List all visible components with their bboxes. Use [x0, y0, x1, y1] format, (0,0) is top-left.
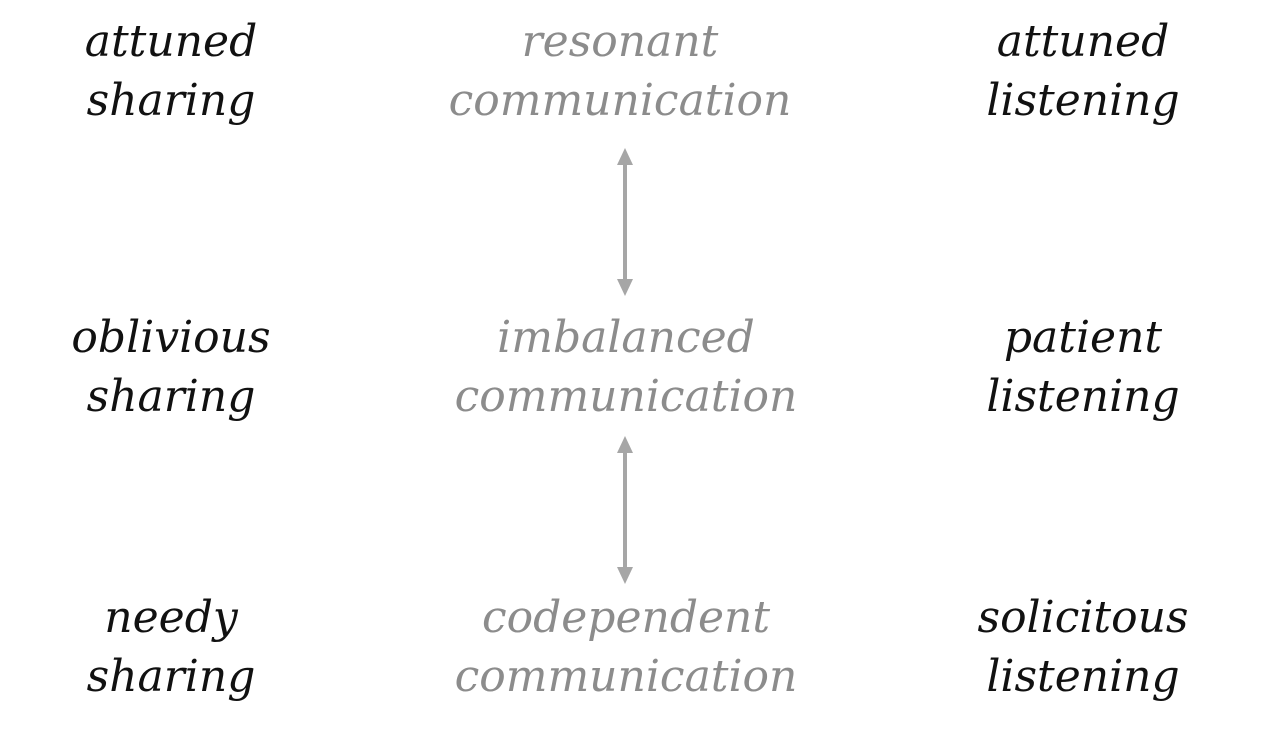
patient-listening-label: patient listening: [986, 308, 1179, 426]
double-arrow-top: [617, 148, 633, 296]
label-line-1: resonant: [521, 16, 719, 67]
label-line-1: attuned: [84, 16, 258, 67]
label-line-2: listening: [986, 75, 1180, 126]
label-line-2: sharing: [86, 371, 256, 422]
arrow-head-down: [617, 279, 633, 296]
codependent-communication-label: codependent communication: [455, 588, 798, 706]
label-line-2: communication: [454, 371, 798, 422]
attuned-listening-label: attuned listening: [986, 12, 1179, 130]
resonant-communication-label: resonant communication: [449, 12, 792, 130]
label-line-2: listening: [986, 651, 1180, 702]
label-line-1: imbalanced: [497, 312, 755, 363]
arrow-head-up: [617, 436, 633, 453]
label-line-1: oblivious: [71, 312, 271, 363]
arrow-head-up: [617, 148, 633, 165]
label-line-2: sharing: [86, 651, 256, 702]
label-line-2: communication: [454, 651, 798, 702]
label-line-1: attuned: [996, 16, 1170, 67]
attuned-sharing-label: attuned sharing: [85, 12, 257, 130]
label-line-1: needy: [104, 592, 238, 643]
label-line-2: sharing: [86, 75, 256, 126]
solicitous-listening-label: solicitous listening: [977, 588, 1188, 706]
label-line-2: listening: [986, 371, 1180, 422]
needy-sharing-label: needy sharing: [87, 588, 256, 706]
label-line-1: patient: [1003, 312, 1163, 363]
imbalanced-communication-label: imbalanced communication: [455, 308, 798, 426]
label-line-2: communication: [448, 75, 792, 126]
arrow-head-down: [617, 567, 633, 584]
label-line-1: codependent: [481, 592, 771, 643]
oblivious-sharing-label: oblivious sharing: [71, 308, 270, 426]
label-line-1: solicitous: [977, 592, 1189, 643]
double-arrow-bottom: [617, 436, 633, 584]
